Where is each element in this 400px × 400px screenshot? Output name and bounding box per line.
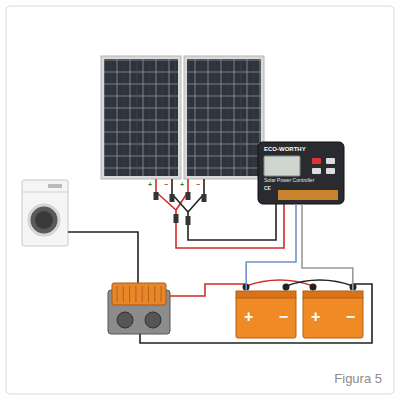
battery-wire: [246, 204, 296, 292]
polarity-sign: −: [346, 308, 355, 326]
polarity-sign: +: [311, 308, 320, 326]
terminal-sign: +: [148, 181, 152, 188]
terminal-sign: +: [180, 181, 184, 188]
polarity-sign: −: [279, 308, 288, 326]
polarity-sign: +: [244, 308, 253, 326]
charge-controller: [258, 142, 344, 204]
panel-cables: [156, 179, 284, 248]
terminal-sign: −: [164, 181, 168, 188]
terminal-sign: −: [196, 181, 200, 188]
inverter: [108, 283, 170, 334]
figure-caption: Figura 5: [334, 371, 382, 386]
panel-cells: [187, 59, 261, 176]
washing-machine: [22, 180, 68, 246]
charge-controller-box: ECO-WORTHY Solar Power ControllerCE: [258, 142, 344, 204]
battery-wire: [302, 204, 353, 292]
panel-frame: [101, 56, 181, 179]
battery-box: +−: [236, 292, 296, 338]
brand-text: ECO-WORTHY: [264, 146, 306, 153]
battery-box: +−: [303, 292, 363, 338]
mc4-connectors: [154, 192, 207, 225]
battery-cables: [140, 280, 372, 343]
frame: [6, 6, 394, 394]
product-text: Solar Power Controller: [264, 178, 314, 184]
solar-panels: [101, 56, 264, 179]
ac-cable: [68, 232, 138, 283]
mark-text: CE: [264, 186, 271, 192]
batteries: [236, 284, 363, 339]
panel-cells: [104, 59, 178, 176]
panel-frame: [184, 56, 264, 179]
